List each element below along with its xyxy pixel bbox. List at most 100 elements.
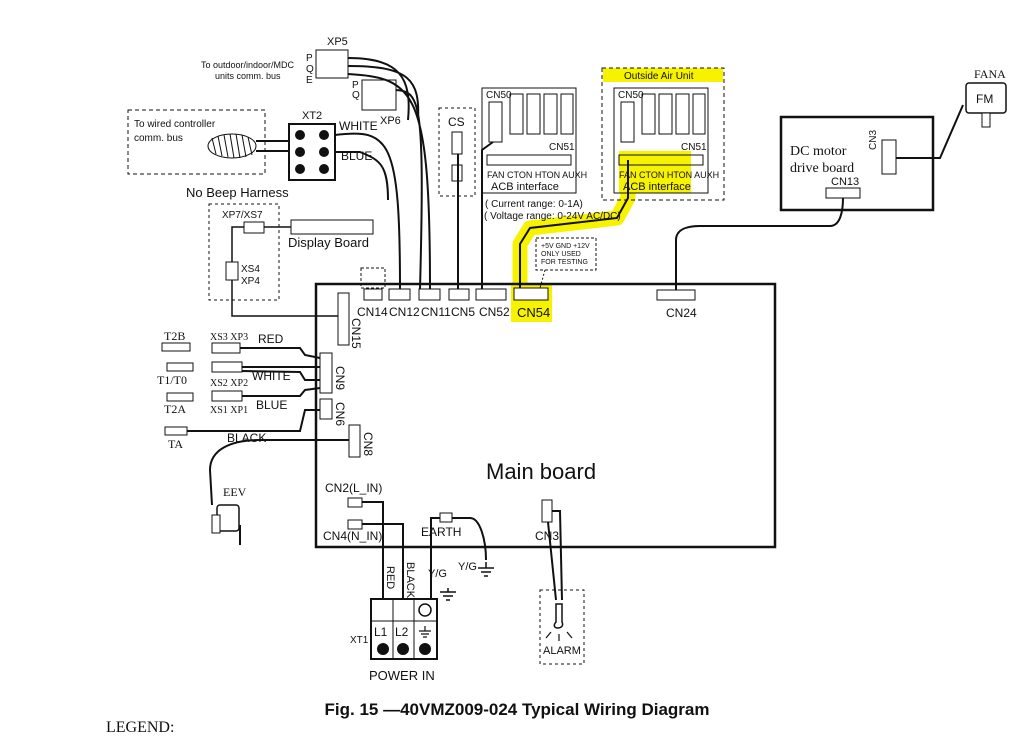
cn12-connector	[388, 288, 411, 301]
cn50b-connector	[620, 101, 635, 143]
cn14-connector	[363, 288, 383, 301]
xt1-screw	[377, 643, 389, 655]
alarm-wires	[547, 510, 563, 601]
cn54-harness-wire	[519, 160, 629, 290]
cs-label: CS	[448, 115, 465, 129]
cn51b-label: CN51	[681, 142, 707, 153]
dc-motor-line-1: DC motor	[790, 144, 847, 159]
cs-box	[438, 107, 476, 197]
acb-a-slot	[560, 93, 574, 135]
test-box	[535, 237, 597, 271]
cn51a-label: CN51	[549, 142, 575, 153]
acb-a-label: ACB interface	[491, 181, 559, 193]
xp6-label: XP6	[380, 115, 401, 127]
red-left-label: RED	[258, 332, 284, 346]
cn11-connector	[418, 288, 441, 301]
xp6-q: Q	[352, 90, 360, 101]
cn2-connector	[347, 497, 363, 508]
ground-symbol-2	[440, 588, 456, 601]
xp5-label: XP5	[327, 36, 348, 48]
ground-symbol-1	[478, 562, 494, 577]
current-range: ( Current range: 0-1A)	[485, 199, 583, 210]
figure-caption: Fig. 15 —40VMZ009-024 Typical Wiring Dia…	[324, 700, 710, 719]
cn24-connector	[656, 289, 696, 301]
cn50a-connector	[488, 101, 503, 143]
t1-sensor	[166, 362, 194, 372]
test-line-3: FOR TESTING	[541, 259, 588, 266]
acb-a-slot	[526, 93, 541, 135]
cn3-top-connector	[881, 139, 897, 175]
acb-a-slot	[543, 93, 558, 135]
alarm-box	[539, 589, 585, 665]
cn15-connector	[337, 292, 350, 346]
wired-ctrl-line-2: comm. bus	[134, 133, 183, 144]
fan-row-b: FAN CTON HTON AUXH	[619, 170, 719, 180]
display-board	[290, 219, 374, 235]
acb-b-label: ACB interface	[623, 181, 691, 193]
xt2-screw	[319, 147, 329, 157]
test-line-2: ONLY USED	[541, 251, 581, 258]
white-top-label: WHITE	[339, 119, 378, 133]
cn6-connector	[319, 398, 333, 420]
fana-label: FANA	[974, 67, 1006, 81]
no-beep-box	[208, 203, 280, 301]
power-wires	[362, 501, 487, 600]
cn13-label: CN13	[831, 176, 859, 188]
earth-label: EARTH	[421, 525, 461, 539]
cn52-connector	[475, 288, 507, 301]
xs3xp3-label: XS3 XP3	[210, 332, 248, 343]
xs3-connector	[211, 342, 241, 354]
cn15-label: CN15	[349, 318, 363, 349]
cn9-connector	[319, 352, 333, 394]
outside-air-label: Outside Air Unit	[624, 71, 694, 82]
xt2-label: XT2	[302, 110, 322, 122]
cn8-connector	[348, 424, 361, 458]
xt2-screw	[295, 147, 305, 157]
voltage-range: ( Voltage range: 0-24V AC/DC)	[484, 211, 621, 222]
fm-label: FM	[976, 92, 993, 106]
xp4-label: XP4	[241, 276, 260, 287]
outside-air-box	[601, 67, 725, 201]
dc-motor-board	[779, 115, 935, 212]
acb-b-slot	[692, 93, 706, 135]
fan-row-a: FAN CTON HTON AUXH	[487, 170, 587, 180]
outdoor-bus-line-1: To outdoor/indoor/MDC	[201, 60, 295, 70]
cn51a-connector	[486, 154, 572, 166]
l2-label: L2	[395, 625, 409, 639]
cn52-wire	[481, 141, 494, 289]
cn14-label: CN14	[357, 305, 388, 319]
test-line-1: +5V GND +12V	[541, 243, 590, 250]
cn8-label: CN8	[361, 432, 375, 456]
cn9-label: CN9	[333, 366, 347, 390]
cn6-label: CN6	[333, 402, 347, 426]
t2b-label: T2B	[164, 329, 185, 343]
outside-air-highlight	[603, 68, 723, 82]
acb-board-a	[481, 87, 577, 194]
alarm-lamp	[553, 603, 564, 629]
acb-b-slot	[641, 93, 656, 135]
main-board-label: Main board	[486, 459, 596, 484]
legend-heading: LEGEND:	[106, 719, 175, 736]
t2a-sensor	[166, 392, 194, 402]
no-beep-label: No Beep Harness	[186, 185, 289, 200]
cs-body	[451, 131, 463, 155]
bus-wires	[347, 57, 431, 290]
acb-b-slot	[658, 93, 673, 135]
yg1-label: Y/G	[428, 568, 447, 580]
cn3-alarm-connector	[541, 499, 553, 523]
t1t0-label: T1/T0	[157, 373, 187, 387]
sensor-wires	[187, 347, 349, 506]
ta-label: TA	[168, 437, 183, 451]
wired-ctrl-line-1: To wired controller	[134, 119, 216, 130]
xs4-connector	[225, 261, 239, 281]
xp5-e: E	[306, 75, 313, 86]
fan-wire	[896, 104, 964, 159]
yg2-label: Y/G	[458, 561, 477, 573]
xp7-connector	[243, 221, 265, 234]
cn12-label: CN12	[389, 305, 420, 319]
xp7-label: XP7/XS7	[222, 210, 263, 221]
xt2-screw	[295, 130, 305, 140]
cn4-connector	[347, 519, 363, 530]
xp6-connector	[361, 79, 397, 111]
